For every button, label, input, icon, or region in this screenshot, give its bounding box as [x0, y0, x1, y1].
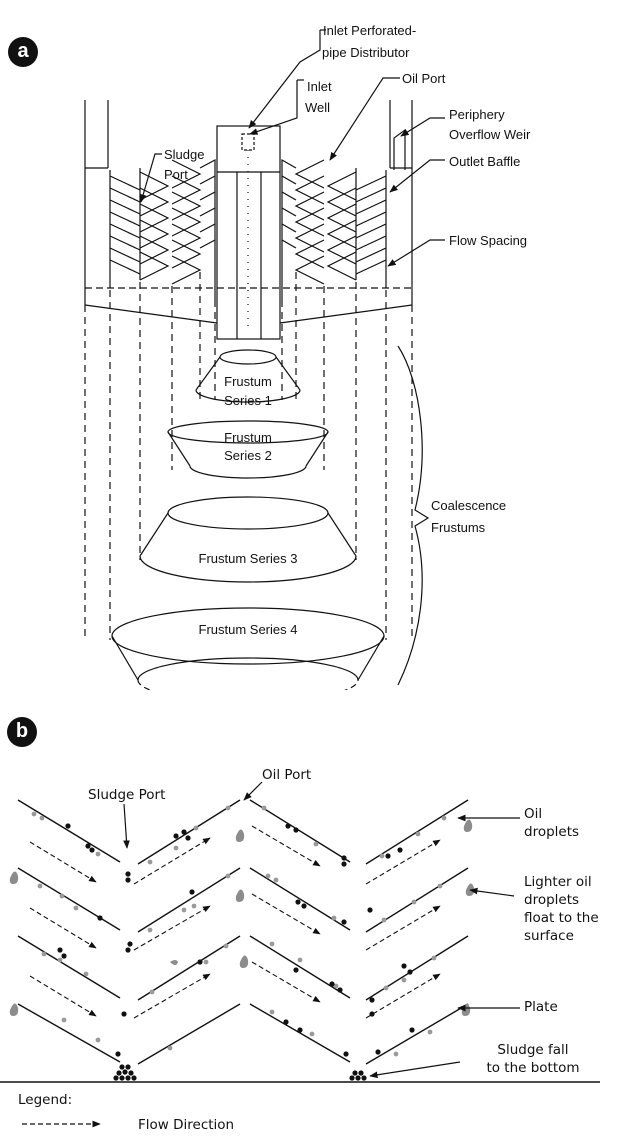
frustum-3-label: Frustum Series 3	[168, 550, 328, 567]
callout-arrows-b	[22, 782, 520, 1124]
inlet-well-label-2: Well	[305, 99, 330, 116]
plate-label: Plate	[524, 999, 558, 1016]
rising-oil-droplets	[10, 819, 474, 1016]
oil-droplets-label-2: droplets	[524, 824, 579, 841]
legend-flow-direction: Flow Direction	[138, 1117, 234, 1134]
tank-wall-left	[85, 100, 108, 305]
lighter-oil-label-1: Lighter oil	[524, 874, 592, 891]
oil-droplets	[32, 806, 447, 1057]
tank-floor	[85, 288, 412, 323]
inlet-perforated-pipe-distributor	[242, 134, 254, 330]
periphery-overflow-weir	[394, 130, 405, 170]
frustum-2-label-2: Series 2	[208, 447, 288, 464]
outlet-baffle-right	[356, 170, 386, 288]
coalescence-label-2: Frustums	[431, 519, 485, 536]
inlet-distributor-label-1: Inlet Perforated-	[323, 22, 416, 39]
lighter-oil-label-4: surface	[524, 928, 574, 945]
oil-port-label-a: Oil Port	[402, 70, 445, 87]
sludge-port-label-a-1: Sludge	[164, 146, 204, 163]
oil-droplets-label-1: Oil	[524, 806, 542, 823]
periphery-label-1: Periphery	[449, 106, 505, 123]
frustum-1-label-2: Series 1	[208, 392, 288, 409]
sludge-fall-label-2: to the bottom	[468, 1060, 598, 1077]
frustum-2-label-1: Frustum	[208, 429, 288, 446]
frustum-4-label: Frustum Series 4	[168, 621, 328, 638]
coalescence-brace	[398, 346, 428, 685]
sludge-port-label-a-2: Port	[164, 166, 188, 183]
plate-pack-right	[282, 160, 356, 300]
lighter-oil-label-2: droplets	[524, 892, 579, 909]
coalescence-label-1: Coalescence	[431, 497, 506, 514]
lighter-oil-label-3: float to the	[524, 910, 599, 927]
frustum-series-3	[140, 497, 356, 582]
inlet-distributor-label-2: pipe Distributor	[322, 44, 409, 61]
outlet-baffle-left	[110, 170, 140, 288]
outlet-baffle-label: Outlet Baffle	[449, 153, 520, 170]
sludge-particles	[57, 823, 414, 1080]
flow-spacing-label: Flow Spacing	[449, 232, 527, 249]
oil-port-label-b: Oil Port	[262, 767, 311, 784]
legend-title: Legend:	[18, 1092, 72, 1109]
sludge-fall-label-1: Sludge fall	[468, 1042, 598, 1059]
sludge-port-label-b: Sludge Port	[88, 787, 165, 804]
periphery-label-2: Overflow Weir	[449, 126, 530, 143]
frustum-1-label-1: Frustum	[208, 373, 288, 390]
inlet-well-label-1: Inlet	[307, 78, 332, 95]
plates	[0, 800, 600, 1082]
flow-arrows	[30, 826, 440, 1018]
